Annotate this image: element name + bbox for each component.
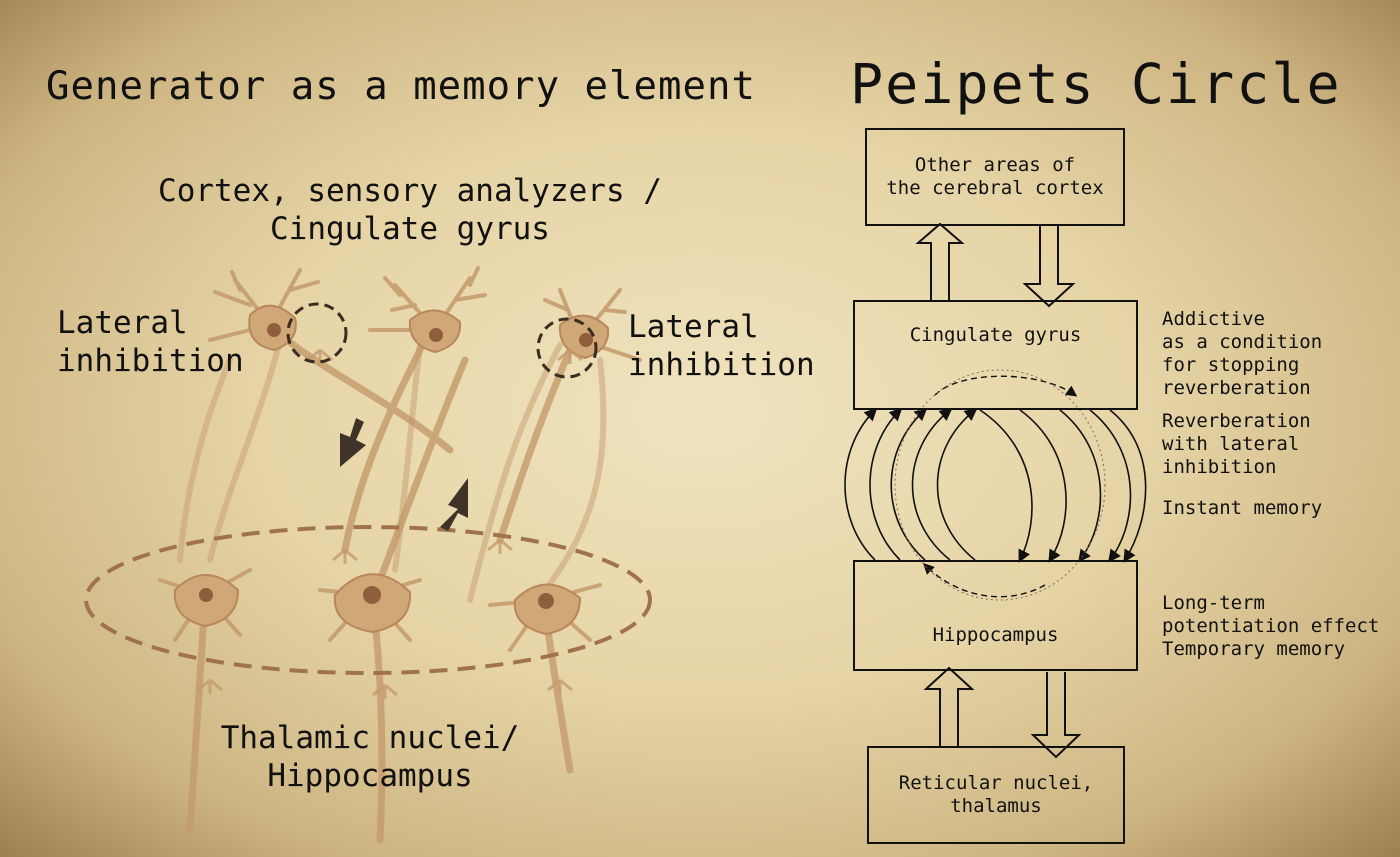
inhibition-circle-right xyxy=(536,317,598,379)
box-reticular-nuclei-label: Reticular nuclei, thalamus xyxy=(898,772,1094,817)
note-instant-memory: Instant memory xyxy=(1162,497,1323,519)
box-hippocampus-label: Hippocampus xyxy=(932,624,1059,646)
box-cingulate-gyrus: Cingulate gyrus xyxy=(853,300,1138,410)
note-long-term: Long-term potentiation effect Temporary … xyxy=(1162,592,1380,660)
block-arrow-down-bottom xyxy=(1030,672,1082,759)
cortex-label: Cortex, sensory analyzers / Cingulate gy… xyxy=(158,173,662,247)
box-other-areas-label: Other areas of the cerebral cortex xyxy=(886,154,1104,199)
block-arrow-up-top xyxy=(915,222,965,300)
box-cingulate-gyrus-label: Cingulate gyrus xyxy=(909,324,1082,346)
block-arrow-down-top xyxy=(1022,226,1076,308)
up-arrow-icon xyxy=(440,478,468,531)
nuclei-ellipse xyxy=(84,525,652,675)
down-arrow-icon xyxy=(340,418,366,467)
note-reverberation: Reverberation with lateral inhibition xyxy=(1162,410,1311,478)
lateral-inhibition-left-label: Lateral inhibition xyxy=(57,305,244,379)
lateral-inhibition-right-label: Lateral inhibition xyxy=(628,309,815,383)
inhibition-circle-left xyxy=(286,302,348,364)
right-title: Peipets Circle xyxy=(850,52,1342,116)
box-reticular-nuclei: Reticular nuclei, thalamus xyxy=(867,746,1125,844)
note-addictive: Addictive as a condition for stopping re… xyxy=(1162,308,1323,399)
box-other-areas: Other areas of the cerebral cortex xyxy=(865,128,1125,226)
block-arrow-up-bottom xyxy=(923,666,975,746)
left-title: Generator as a memory element xyxy=(46,64,756,109)
box-hippocampus: Hippocampus xyxy=(853,560,1138,671)
thalamic-nuclei-label: Thalamic nuclei/ Hippocampus xyxy=(220,720,520,794)
